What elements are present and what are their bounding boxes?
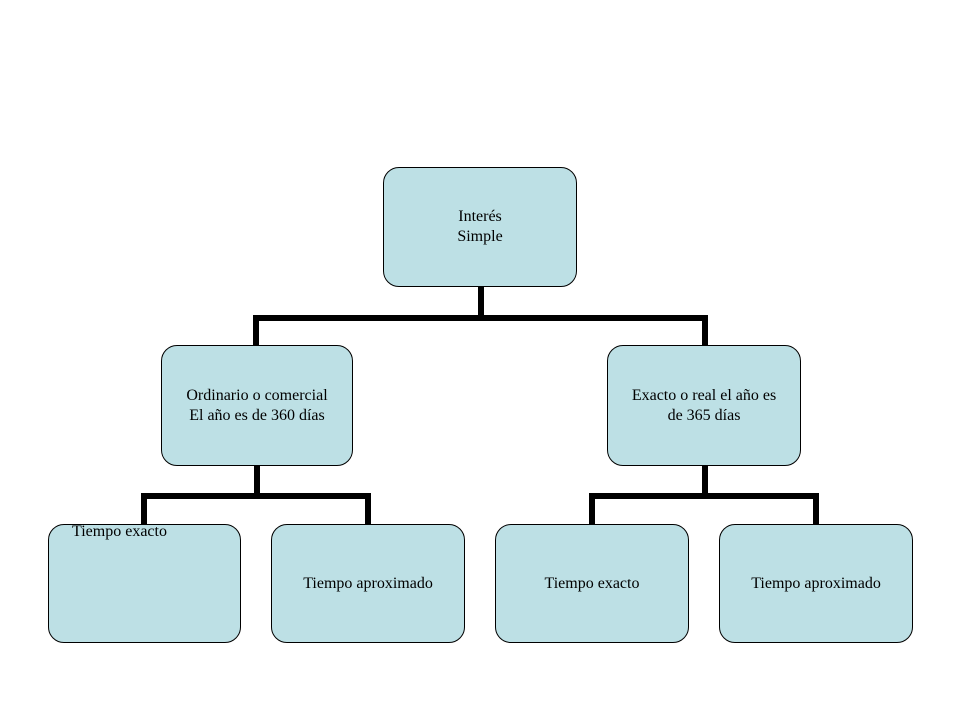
node-label-line: El año es de 360 días xyxy=(189,406,325,424)
node-label-line: de 365 días xyxy=(667,406,741,424)
node-label: Tiempo exacto xyxy=(544,574,640,592)
node-label: Exacto o real el año es de 365 días xyxy=(632,386,776,426)
node-label: Tiempo aproximado xyxy=(303,574,433,592)
node-exacto-tiempo-aproximado: Tiempo aproximado xyxy=(719,524,913,643)
node-exacto-real: Exacto o real el año es de 365 días xyxy=(607,345,801,466)
node-label-line: Simple xyxy=(457,228,503,245)
node-exacto-tiempo-exacto: Tiempo exacto xyxy=(495,524,689,643)
node-label-line: Ordinario o comercial xyxy=(186,386,328,404)
node-ordinario-tiempo-aproximado: Tiempo aproximado xyxy=(271,524,465,643)
node-label-line: Exacto o real el año es xyxy=(631,386,777,404)
node-ordinario-comercial: Ordinario o comercial El año es de 360 d… xyxy=(161,345,353,466)
node-label: Ordinario o comercial El año es de 360 d… xyxy=(186,386,327,426)
node-label: Interés Simple xyxy=(457,207,502,247)
node-label: Tiempo exacto xyxy=(72,523,167,540)
node-label-line: Interés xyxy=(458,208,502,225)
node-ordinario-tiempo-exacto: Tiempo exacto xyxy=(48,523,241,643)
node-label: Tiempo aproximado xyxy=(751,574,881,592)
node-interes-simple: Interés Simple xyxy=(383,167,577,287)
